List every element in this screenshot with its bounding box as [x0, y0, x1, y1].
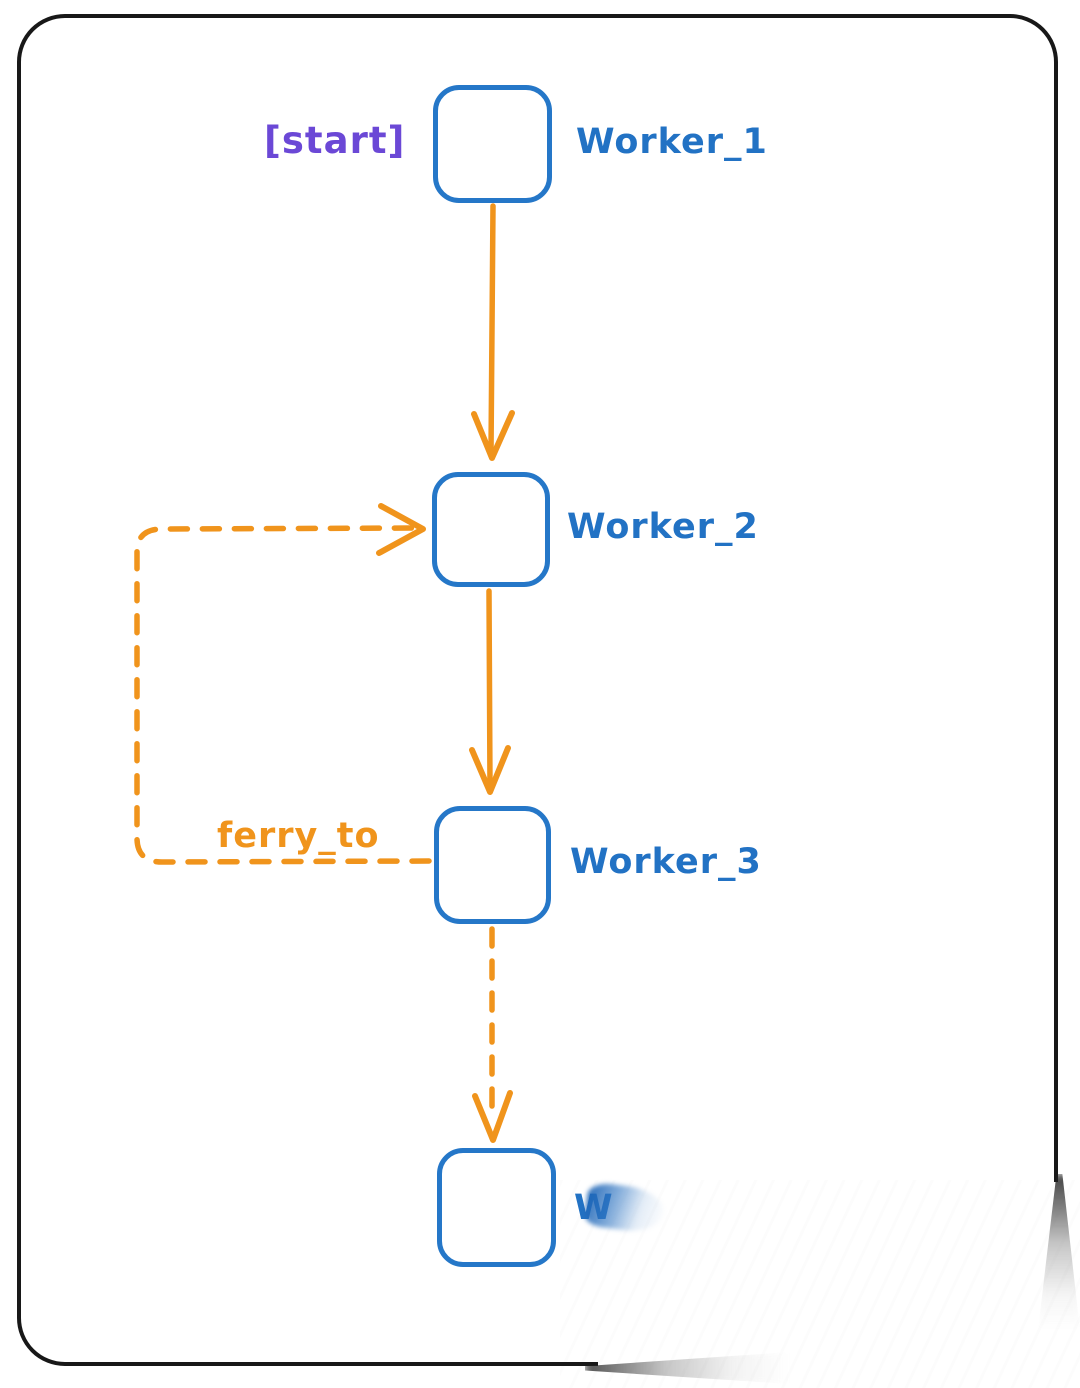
node-worker-3[interactable] — [434, 806, 551, 924]
node-label-worker-2: Worker_2 — [567, 507, 759, 547]
node-worker-2[interactable] — [432, 472, 550, 587]
edge-label-ferry-to: ferry_to — [217, 816, 380, 856]
start-annotation: [start] — [264, 119, 406, 162]
diagram-frame — [17, 14, 1058, 1366]
node-label-worker-1: Worker_1 — [576, 122, 768, 162]
node-worker-1[interactable] — [433, 85, 552, 203]
node-worker-4[interactable] — [437, 1148, 556, 1267]
node-label-worker-3: Worker_3 — [570, 842, 762, 882]
